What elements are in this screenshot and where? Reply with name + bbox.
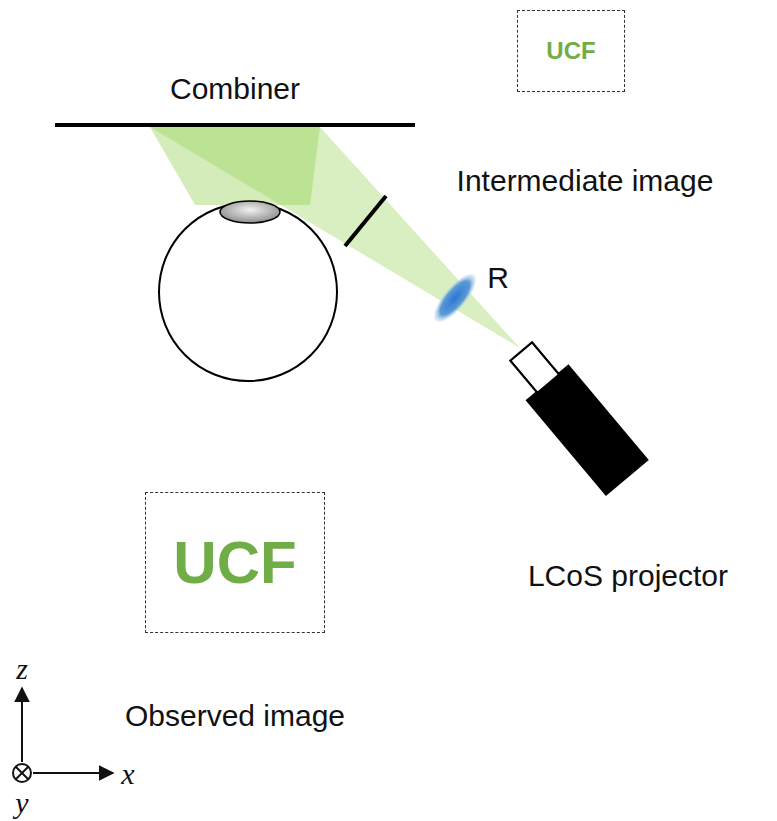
component-label: LCoS projector [528, 559, 728, 592]
axes [13, 688, 113, 782]
image-text: UCF [173, 533, 296, 593]
component-label: R [487, 261, 509, 294]
lcos-projector [500, 334, 649, 496]
caption-label: Observed image [125, 699, 345, 732]
intermediate-image-plane [345, 196, 386, 246]
combiner-plate [55, 123, 415, 127]
r-element [427, 268, 482, 328]
axis-label: z [16, 652, 28, 685]
axis-label: x [121, 757, 134, 790]
component-label: Intermediate image [457, 164, 714, 197]
image-text: UCF [546, 39, 595, 63]
image-frame: UCF [517, 10, 625, 92]
reflected-beam [150, 127, 320, 205]
image-frame: UCF [145, 492, 325, 633]
eye-lens [220, 201, 280, 223]
axis-label: y [15, 786, 28, 819]
component-label: Combiner [170, 72, 300, 105]
eyeball [159, 203, 337, 381]
